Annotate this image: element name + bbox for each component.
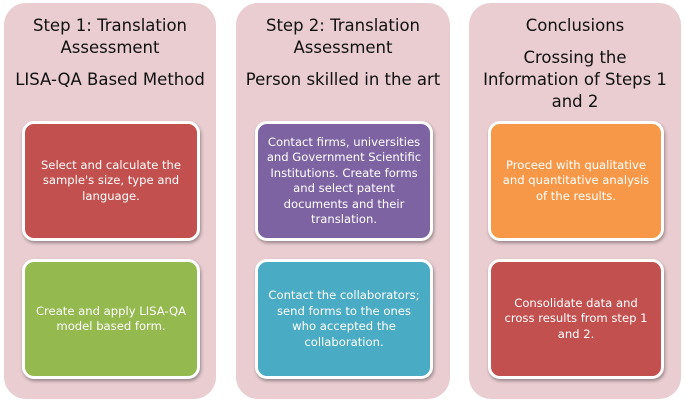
column-header-step-2: Step 2: Translation Assessment Person sk… [240,15,446,91]
column-step-1: Step 1: Translation Assessment LISA-QA B… [4,3,216,399]
column-header-conclusions: Conclusions Crossing the Information of … [473,15,677,113]
header-line: Conclusions [525,16,625,35]
header-line: and 2 [551,92,599,111]
card-text: Create and apply LISA-QA model based for… [35,303,187,334]
header-line: Assessment [293,38,393,57]
column-conclusions: Conclusions Crossing the Information of … [469,3,681,399]
card-contact-collaborators: Contact the collaborators; send forms to… [255,259,433,379]
card-text: Contact firms, universities and Governme… [266,134,422,227]
column-header-step-1: Step 1: Translation Assessment LISA-QA B… [8,15,212,91]
card-text: Consolidate data and cross results from … [504,295,648,341]
header-line: Person skilled in the art [245,70,441,89]
column-step-2: Step 2: Translation Assessment Person sk… [236,3,450,399]
header-line: Information of Steps 1 [483,70,667,89]
header-line: Crossing the [523,48,627,67]
card-contact-firms: Contact firms, universities and Governme… [255,121,433,241]
header-line: Step 2: Translation [265,16,421,35]
card-select-sample: Select and calculate the sample's size, … [22,121,200,241]
header-gap [473,37,677,47]
header-line: Assessment [60,38,160,57]
card-text: Proceed with qualitative and quantitativ… [502,157,650,203]
header-line: Step 1: Translation [32,16,188,35]
card-consolidate-data: Consolidate data and cross results from … [488,259,664,379]
header-line: LISA-QA Based Method [15,70,205,89]
card-text: Select and calculate the sample's size, … [40,157,182,203]
card-create-form: Create and apply LISA-QA model based for… [22,259,200,379]
header-gap [8,59,212,69]
card-proceed-analysis: Proceed with qualitative and quantitativ… [488,121,664,241]
card-text: Contact the collaborators; send forms to… [268,288,420,349]
header-gap [240,59,446,69]
